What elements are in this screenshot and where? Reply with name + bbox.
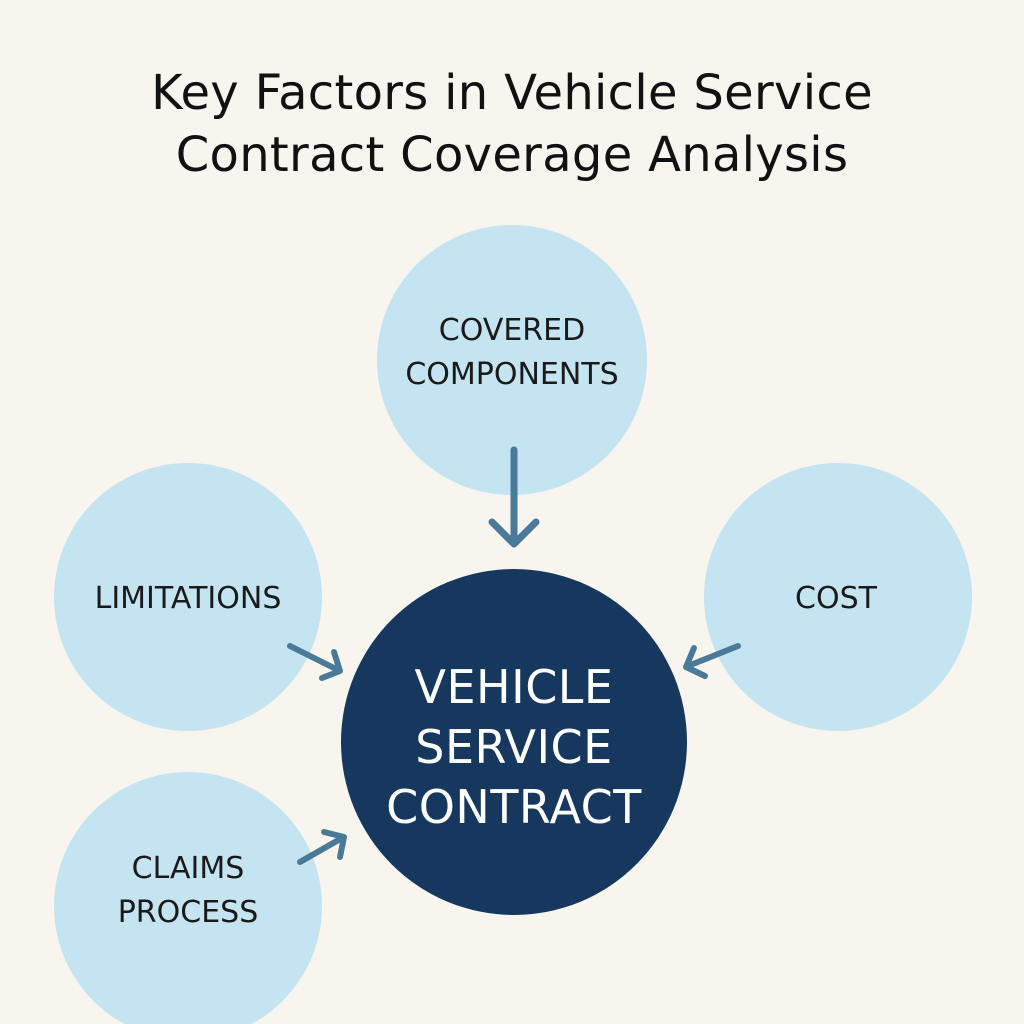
- limitations-circle: [54, 463, 322, 731]
- claims-process-label-line-1: CLAIMS: [132, 851, 245, 886]
- arrow-claims-process: [297, 835, 345, 865]
- covered-components-label-line-1: COVERED: [439, 313, 585, 348]
- center-circle: [341, 569, 687, 915]
- claims-process-label-line-2: PROCESS: [118, 895, 259, 930]
- cost-label: COST: [795, 581, 878, 616]
- arrow-covered-components-head: [488, 518, 540, 548]
- center-node: VEHICLE SERVICE CONTRACT: [341, 569, 687, 915]
- arrow-cost-head: [683, 645, 708, 679]
- title-line-2: Contract Coverage Analysis: [175, 127, 849, 183]
- arrow-limitations-head: [319, 649, 343, 681]
- arrow-limitations: [287, 643, 341, 673]
- factor-limitations: LIMITATIONS: [54, 463, 322, 731]
- center-label-line-3: CONTRACT: [386, 780, 642, 834]
- covered-components-label-line-2: COMPONENTS: [405, 357, 618, 392]
- diagram-title: Key Factors in Vehicle Service Contract …: [0, 62, 1024, 186]
- factor-covered-components: COVERED COMPONENTS: [377, 225, 647, 495]
- cost-circle: [704, 463, 972, 731]
- arrow-cost: [685, 643, 741, 669]
- arrow-claims-process-head: [321, 829, 347, 860]
- limitations-label: LIMITATIONS: [95, 581, 282, 616]
- factor-cost: COST: [704, 463, 972, 731]
- claims-process-circle: [54, 772, 322, 1024]
- center-label-line-2: SERVICE: [415, 720, 612, 774]
- title-line-1: Key Factors in Vehicle Service: [151, 65, 873, 121]
- covered-components-circle: [377, 225, 647, 495]
- factor-claims-process: CLAIMS PROCESS: [54, 772, 322, 1024]
- center-label-line-1: VEHICLE: [415, 660, 614, 714]
